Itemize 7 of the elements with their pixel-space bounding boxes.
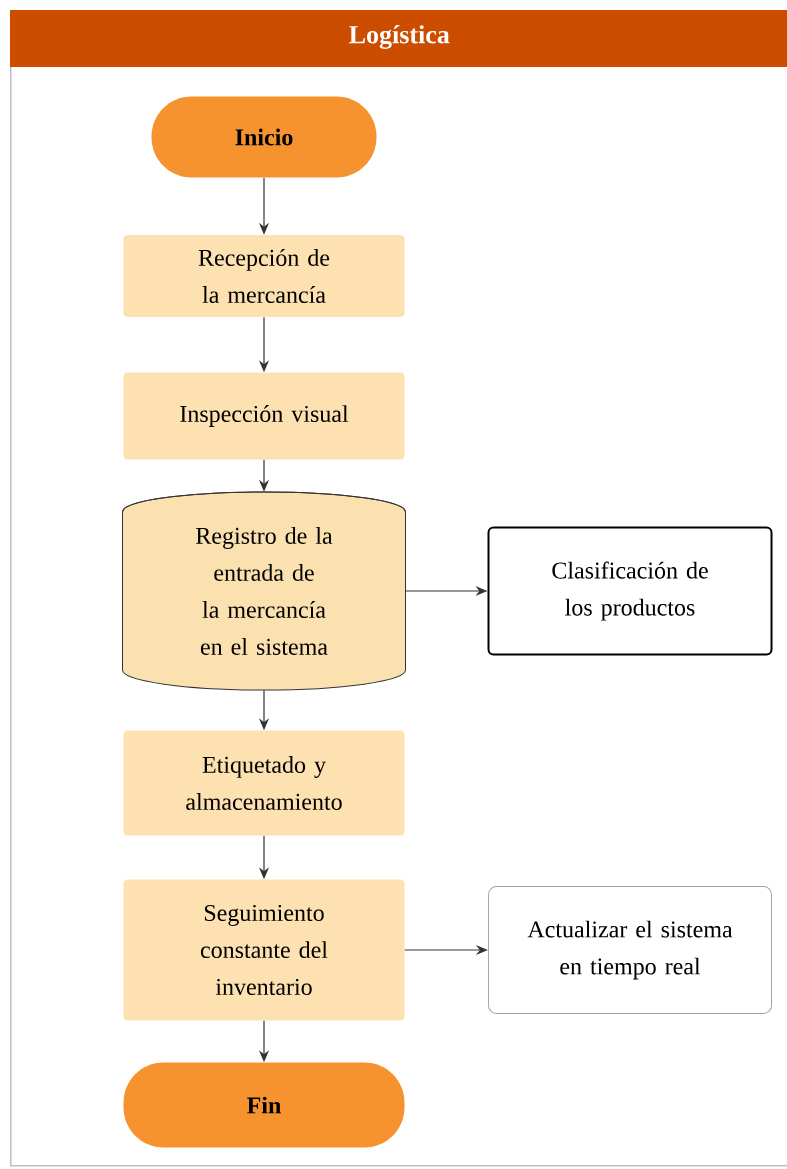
process-box: Seguimiento constante del inventario: [123, 879, 405, 1021]
process-box: Etiquetado y almacenamiento: [123, 730, 405, 836]
process-box: Actualizar el sistema en tiempo real: [488, 886, 772, 1014]
process-box: Inspección visual: [123, 372, 405, 460]
process-box: Recepción de la mercancía: [123, 235, 405, 317]
process-box: Clasificación de los productos: [487, 526, 773, 656]
database-cylinder: Registro de la entrada de la mercancía en el sistema: [122, 491, 406, 691]
